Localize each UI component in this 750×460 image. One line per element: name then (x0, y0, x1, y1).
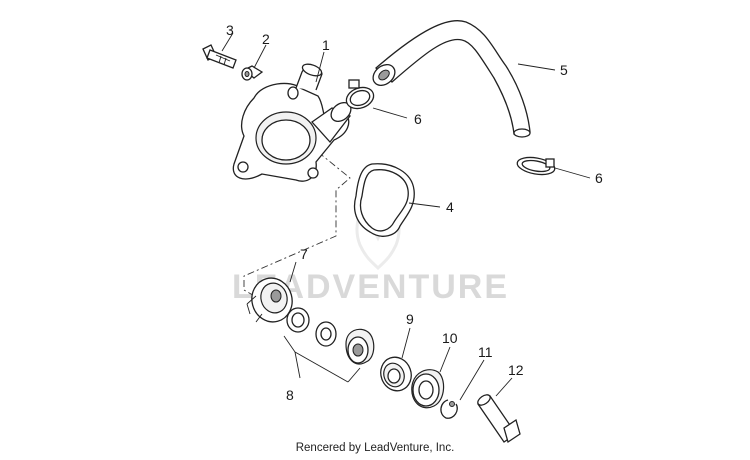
impeller-part-7 (246, 277, 293, 323)
callout-11: 11 (478, 344, 493, 360)
callout-numbers: 3 2 1 5 6 6 4 7 8 9 10 11 12 (226, 22, 603, 403)
callout-2: 2 (262, 31, 270, 47)
callout-6-upper: 6 (414, 111, 422, 127)
credit-line: Rencered by LeadVenture, Inc. (296, 442, 455, 454)
callout-6-lower: 6 (595, 170, 603, 186)
bearing-part-9 (380, 356, 412, 392)
seal-kit-part-8 (286, 307, 375, 365)
callout-leaders (221, 32, 591, 401)
pump-cover-part-1 (232, 63, 352, 182)
callout-7: 7 (300, 246, 308, 262)
callout-5: 5 (560, 62, 568, 78)
hose-clamp-part-6-upper (345, 79, 375, 110)
callout-12: 12 (508, 362, 524, 378)
assembly-center-lines (243, 151, 351, 299)
circlip-part-11 (440, 399, 458, 419)
shaft-part-12 (477, 394, 521, 444)
callout-9: 9 (406, 311, 414, 327)
hose-clamp-part-6-lower (516, 156, 556, 176)
bolt-part-3 (202, 44, 237, 69)
callout-3: 3 (226, 22, 234, 38)
callout-10: 10 (442, 330, 458, 346)
callout-8: 8 (286, 387, 294, 403)
hose-part-5 (372, 20, 531, 138)
bearing-part-10 (411, 369, 445, 409)
gasket-part-4 (353, 163, 415, 237)
sleeve-part-2 (241, 65, 264, 81)
callout-4: 4 (446, 199, 454, 215)
callout-1: 1 (322, 37, 330, 53)
